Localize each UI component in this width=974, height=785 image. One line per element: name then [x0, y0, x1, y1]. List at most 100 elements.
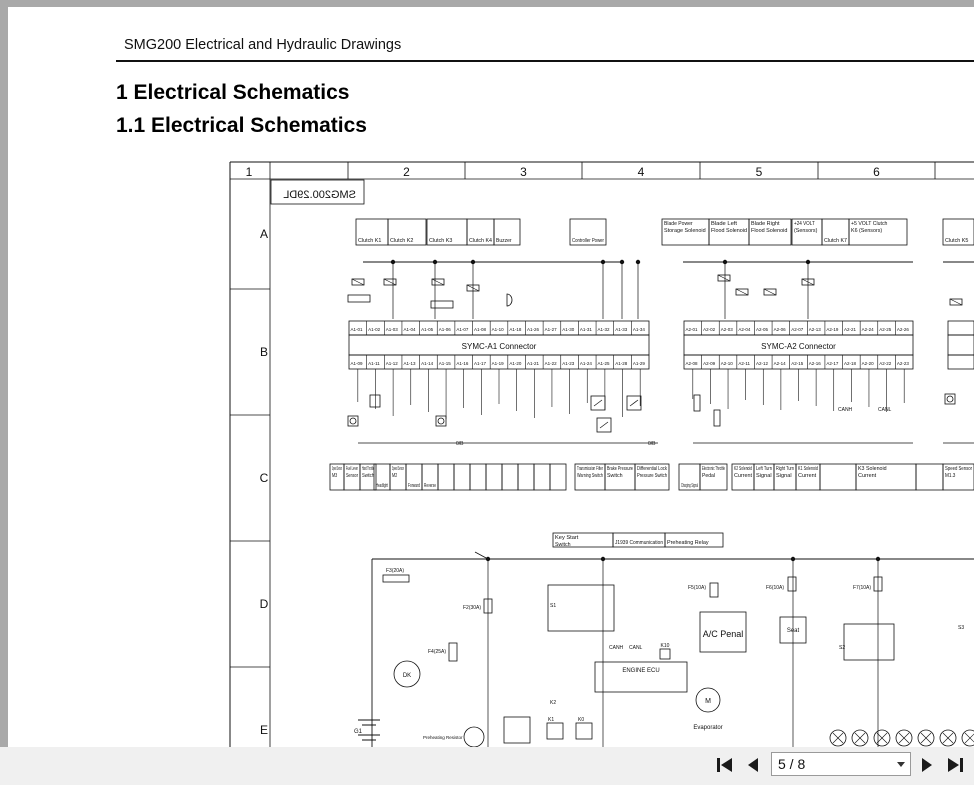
first-page-button[interactable]: [714, 755, 736, 775]
connector-pin: A2-16: [809, 361, 822, 366]
resistor-symbol: [713, 409, 721, 427]
top-label-box: [848, 218, 908, 246]
bottom-label-box-label: Brake Pressure: [607, 466, 633, 472]
row-letter: E: [260, 723, 268, 737]
top-label-box-label: Buzzer: [496, 238, 512, 244]
first-page-icon: [717, 758, 732, 772]
relay-box: [575, 722, 593, 740]
empty-label-box: [453, 463, 471, 491]
last-page-button[interactable]: [944, 755, 966, 775]
connector-pin: A1-08: [474, 327, 487, 332]
connector-pin: A1-25: [598, 361, 611, 366]
connector-pin: A2-08: [686, 361, 699, 366]
top-label-box: [387, 218, 427, 246]
solenoid-coil: [431, 278, 445, 286]
lamp-symbol: [917, 729, 935, 747]
connector-pin: A2-12: [756, 361, 769, 366]
signal-label: CANL: [629, 645, 643, 651]
bottom-label-box-label: Speed Sensor: [332, 466, 342, 472]
connector-pin: A1-31: [580, 327, 593, 332]
connector-pin: A1-27: [545, 327, 558, 332]
page-selector[interactable]: 5 / 8: [771, 752, 911, 776]
bottom-label-box-label: Speed Sensor: [392, 466, 404, 472]
next-page-icon: [922, 758, 932, 772]
top-label-box-label: (Sensors): [794, 228, 818, 234]
solenoid-coil: [735, 288, 749, 296]
bottom-label-box-label: Forward: [408, 483, 420, 489]
solenoid-coil: [763, 288, 777, 296]
resistor-symbol: [369, 394, 381, 408]
switch-label: S3: [958, 625, 964, 631]
solenoid-coil: [383, 278, 397, 286]
connector-pin: A1-10: [492, 327, 505, 332]
relay-label: K0: [578, 717, 584, 723]
top-label-box: [748, 218, 792, 246]
bottom-label-box-label: M3: [332, 473, 337, 479]
connector-pin: A1-03: [386, 327, 399, 332]
lamp-symbol: [873, 729, 891, 747]
previous-page-button[interactable]: [742, 755, 764, 775]
next-page-button[interactable]: [916, 755, 938, 775]
impedance-block: [430, 300, 454, 309]
top-label-box-label: Blade Power: [664, 221, 693, 227]
bottom-label-box-label: Transmission Filter: [577, 466, 603, 472]
section-heading: 1 Electrical Schematics: [116, 81, 350, 104]
bottom-label-box-label: Speed Sensor: [945, 466, 972, 472]
connector-pin: A2-02: [703, 327, 716, 332]
fuse-symbol: [709, 582, 719, 598]
bottom-label-box-label: Differential Lock: [637, 466, 667, 472]
bottom-label-box-label: K1 Solenoid: [798, 466, 818, 472]
connector-pin: A2-14: [774, 361, 787, 366]
bottom-label-box-label: M2: [392, 473, 397, 479]
solenoid-coil: [351, 278, 365, 286]
connector-pin: A2-15: [791, 361, 804, 366]
relay-box: [546, 722, 564, 740]
lamp-symbol: [961, 729, 974, 747]
relay-label: K2: [550, 700, 556, 706]
connector-pin: A1-28: [615, 361, 628, 366]
lamp-symbol: [832, 732, 844, 744]
impedance-block: [347, 294, 371, 303]
seat-label: Seat: [787, 628, 800, 634]
key-start-switch-box-label: Switch: [555, 542, 571, 548]
fuse-symbol: [787, 576, 797, 592]
key-start-switch-block: [547, 584, 615, 632]
connector-pin: A2-19: [826, 327, 839, 332]
evaporator-label: Evaporator: [693, 725, 722, 731]
empty-label-box: [549, 463, 567, 491]
solenoid-coil: [763, 288, 777, 296]
connector-a1-label: SYMC-A1 Connector: [462, 342, 537, 351]
ac-panel-label: A/C Penal: [703, 629, 744, 639]
bottom-label-box-label: Hand Throttle: [362, 466, 374, 472]
top-label-box-label: Blade Right: [751, 221, 780, 227]
solenoid-coil: [717, 274, 731, 282]
top-label-box-label: Clutch K4: [469, 238, 492, 244]
resistor-symbol: [693, 394, 701, 412]
empty-label-box: [501, 463, 519, 491]
sensor-symbol: [347, 415, 359, 427]
bottom-label-box-label: K3 Solenoid: [858, 466, 887, 472]
connector-pin: A1-20: [509, 361, 522, 366]
solenoid-coil: [717, 274, 731, 282]
row-letter: C: [260, 471, 269, 485]
connector-pin: A1-29: [633, 361, 646, 366]
bottom-label-box-label: Headlight: [376, 483, 388, 489]
solenoid-coil: [801, 278, 815, 286]
signal-label: CANL: [878, 407, 892, 413]
fuse-symbol: [873, 576, 883, 592]
top-label-box-label: Clutch K1: [358, 238, 382, 244]
lamp-symbol: [964, 733, 974, 744]
switch-label: S2: [839, 645, 845, 651]
preheating-resistor-label: Preheating Resistor: [423, 735, 463, 740]
connector-pin: A1-23: [562, 361, 575, 366]
header-rule: [116, 60, 974, 62]
connector-pin: A1-24: [580, 361, 593, 366]
solenoid-coil: [466, 284, 480, 292]
fuse-label: F6(10A): [766, 585, 784, 591]
bottom-label-box-label: Current: [798, 473, 817, 479]
top-label-box-label: Flood Solenoid: [711, 228, 747, 234]
connector-pin: A2-22: [879, 361, 892, 366]
alternator-label: DK: [403, 673, 411, 679]
connector-pin: A2-20: [862, 361, 875, 366]
